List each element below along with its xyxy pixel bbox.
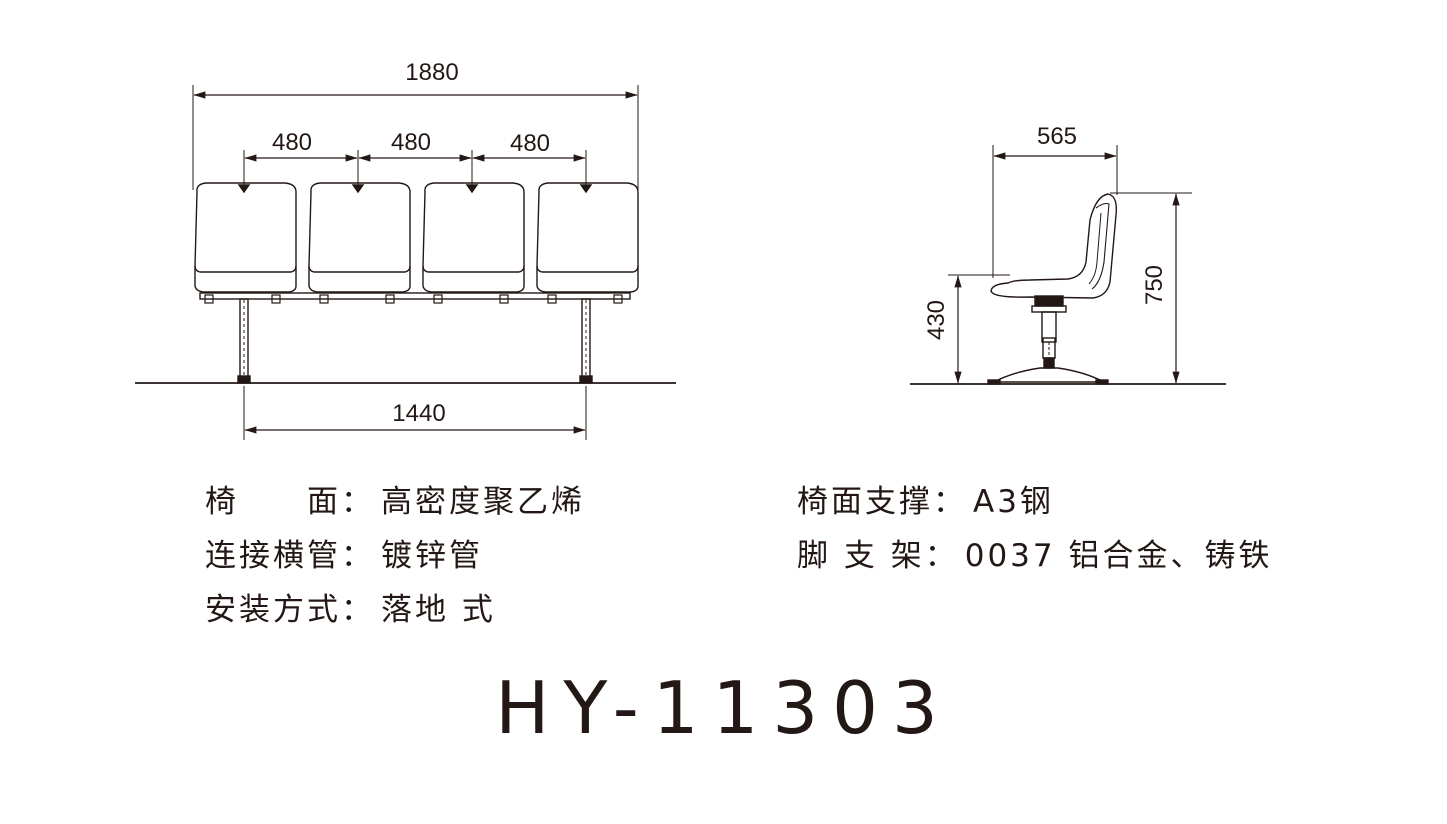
spec-seat-material: 椅 面：高密度聚乙烯 — [205, 487, 585, 518]
model-number: HY-11303 — [495, 666, 952, 750]
technical-drawing: 1880 480 480 480 1440 — [135, 59, 1226, 440]
spec-label: 脚 支 架： — [797, 538, 959, 574]
dimension-overall-width: 1880 — [405, 59, 458, 86]
seat-brackets — [204, 294, 623, 304]
dimension-leg-span: 1440 — [392, 400, 445, 427]
chair-profile — [990, 193, 1118, 313]
side-view — [910, 145, 1226, 385]
dimension-depth: 565 — [1037, 123, 1077, 150]
leg — [579, 298, 593, 384]
seat-shell — [536, 182, 639, 293]
spec-leg-frame: 脚 支 架：0037 铝合金、铸铁 — [797, 541, 1272, 572]
spec-value: 0037 铝合金、铸铁 — [964, 538, 1273, 574]
spec-value: A3钢 — [973, 484, 1054, 520]
seat-shell — [308, 182, 411, 293]
pedestal-base — [987, 311, 1109, 385]
dimension-seat-pitch: 480 — [391, 129, 431, 156]
spec-label: 连接横管： — [205, 538, 375, 574]
seat-shell — [422, 182, 525, 293]
spec-label: 安装方式： — [205, 592, 375, 628]
connecting-beam — [199, 292, 631, 300]
spec-value: 高密度聚乙烯 — [381, 484, 585, 520]
leg — [237, 298, 251, 384]
spec-installation: 安装方式：落地 式 — [205, 595, 496, 626]
spec-value: 镀锌管 — [381, 538, 483, 574]
dimension-seat-height: 430 — [923, 300, 950, 340]
spec-label: 椅面支撑： — [797, 484, 967, 520]
spec-seat-support: 椅面支撑：A3钢 — [797, 487, 1054, 518]
dimension-seat-pitch: 480 — [510, 130, 550, 157]
spec-connecting-tube: 连接横管：镀锌管 — [205, 541, 483, 572]
front-view — [135, 85, 676, 440]
spec-label: 椅 面： — [205, 484, 375, 520]
spec-value: 落地 式 — [381, 592, 496, 628]
seat-shell — [194, 182, 297, 293]
dimension-total-height: 750 — [1141, 265, 1168, 305]
dimension-seat-pitch: 480 — [272, 129, 312, 156]
